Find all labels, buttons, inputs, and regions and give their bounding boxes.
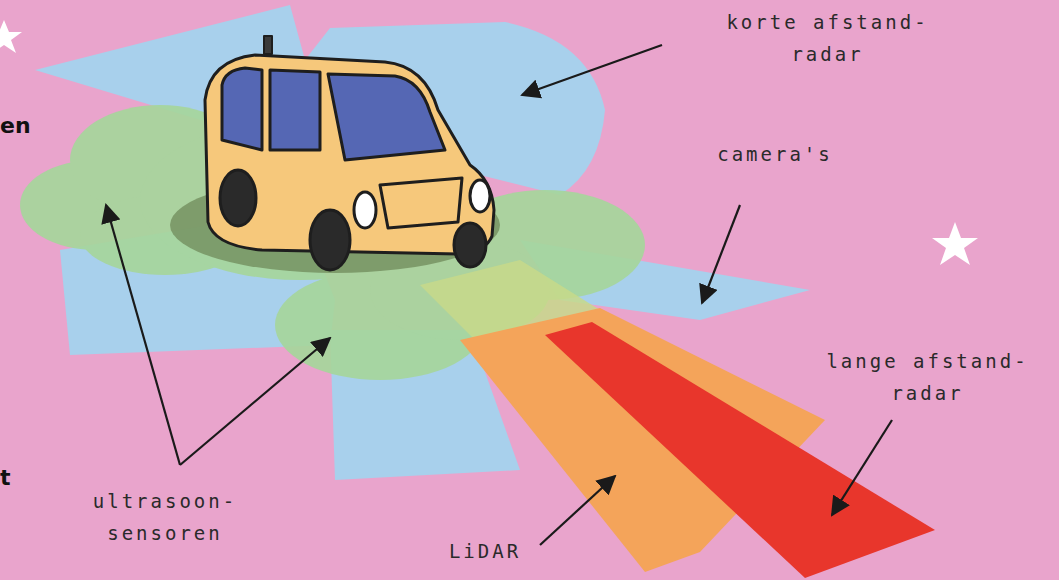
star-decoration	[0, 20, 22, 53]
car-headlight	[354, 192, 376, 228]
car-side-window	[222, 68, 262, 150]
car-grille	[380, 178, 462, 228]
car-body	[205, 55, 494, 254]
self-driving-car	[205, 36, 494, 270]
car-windshield	[328, 74, 445, 160]
sensor-label: korte afstand- radar	[700, 6, 955, 70]
car-headlight	[470, 180, 490, 212]
car-antenna	[264, 36, 272, 54]
leader-line	[702, 205, 740, 303]
leader-line	[832, 420, 892, 515]
leader-line	[522, 45, 662, 95]
leader-line	[106, 205, 180, 465]
sensor-label: lange afstand- radar	[795, 345, 1059, 409]
cropped-text: t	[0, 462, 60, 494]
car-wheel	[220, 170, 256, 226]
sensor-label: LiDAR	[430, 535, 540, 567]
car-wheel	[310, 210, 350, 270]
leader-line	[540, 476, 615, 545]
car-side-window	[270, 70, 320, 150]
leader-lines	[106, 45, 892, 545]
cropped-text: en	[0, 110, 60, 142]
sensor-label: ultrasoon- sensoren	[60, 485, 270, 549]
sensor-label: camera's	[690, 138, 860, 170]
star-decoration	[932, 222, 978, 265]
leader-line	[180, 338, 330, 465]
car-wheel	[454, 223, 486, 267]
